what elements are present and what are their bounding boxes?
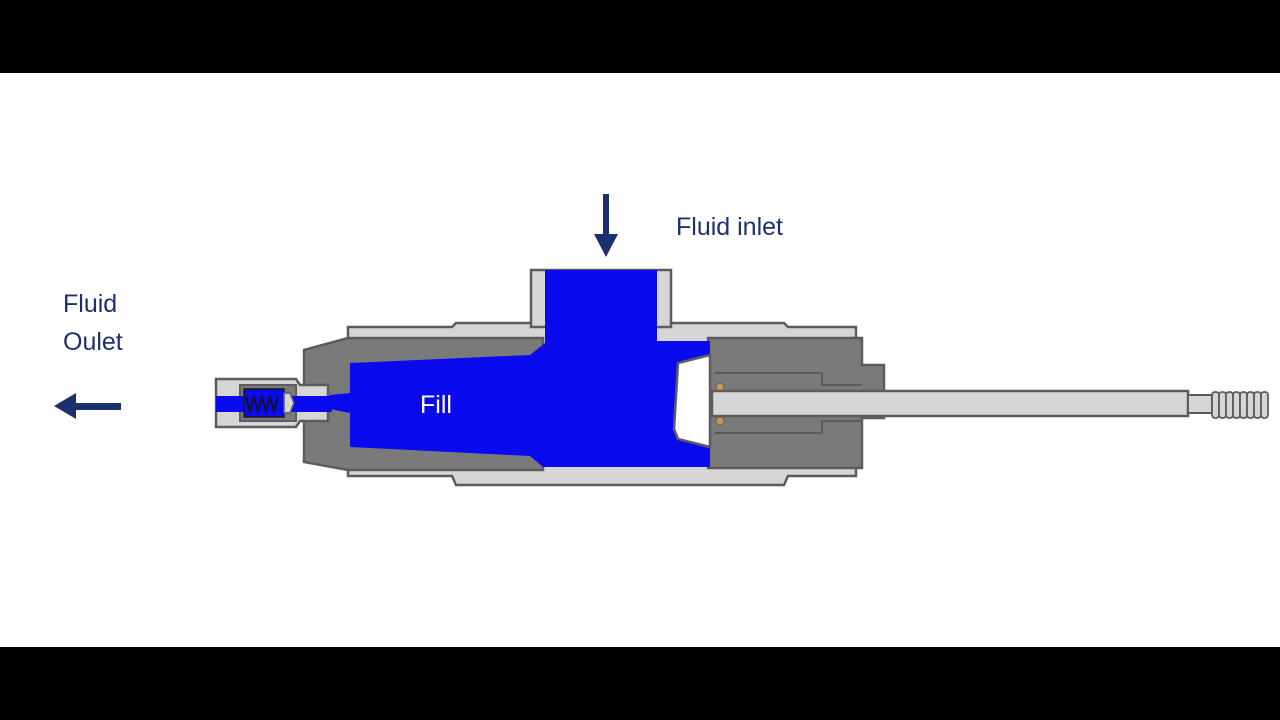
piston-head: [672, 353, 712, 449]
check-valve-ball: [283, 392, 295, 414]
rod-threads: [1211, 391, 1269, 419]
inlet-arrow-icon: [594, 194, 618, 257]
fluid-inlet-label: Fluid inlet: [676, 213, 783, 241]
rod-threaded-end: [1187, 394, 1213, 414]
gland-inner-step-bottom: [714, 420, 862, 434]
outlet-arrow-icon: [54, 393, 121, 419]
gland-inner-step-top: [714, 372, 862, 386]
fluid-outlet-label-line2: Oulet: [63, 328, 123, 356]
diagram-canvas: Fluid inlet Fluid Oulet Fill: [0, 73, 1280, 647]
fluid-fill-region: [330, 270, 710, 467]
fluid-outlet-label-line1: Fluid: [63, 290, 118, 318]
cylinder-diagram: [54, 194, 1269, 487]
piston-rod: [710, 389, 1190, 418]
seal-bottom: [715, 416, 725, 426]
check-valve-spring: [245, 393, 279, 415]
fill-state-label: Fill: [420, 391, 452, 419]
